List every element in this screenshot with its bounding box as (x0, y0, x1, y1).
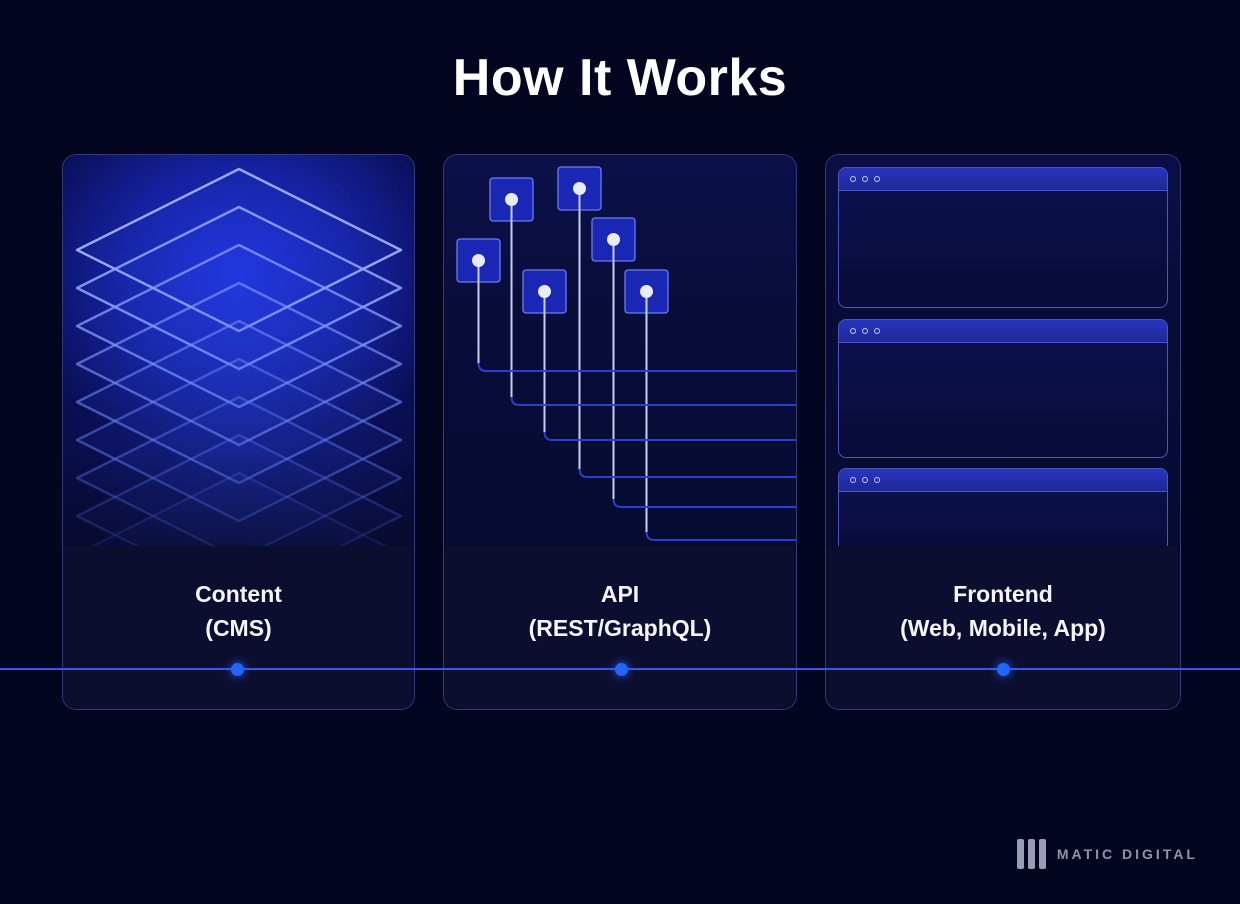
frontend-windows-illustration (826, 155, 1180, 546)
panel-frontend: Frontend (Web, Mobile, App) (825, 154, 1181, 710)
timeline-node (231, 663, 244, 676)
window-control-icon (874, 328, 880, 334)
window-control-icon (850, 328, 856, 334)
logo-text: MATIC DIGITAL (1056, 846, 1198, 862)
window-control-icon (874, 176, 880, 182)
window-control-icon (850, 176, 856, 182)
window-titlebar (839, 469, 1167, 492)
window-control-icon (862, 176, 868, 182)
panel-content: Content (CMS) (62, 154, 415, 710)
panel-label-line2: (CMS) (205, 615, 272, 641)
cms-layers-illustration (63, 155, 414, 546)
matic-digital-logo: MATIC DIGITAL (1016, 839, 1198, 869)
panel-api: API (REST/GraphQL) (443, 154, 797, 710)
browser-window (838, 167, 1168, 308)
panel-label-line1: API (600, 581, 640, 607)
logo-bars-icon (1016, 839, 1046, 869)
stacked-layers-icon (75, 167, 403, 546)
panel-label-frontend: Frontend (Web, Mobile, App) (826, 546, 1180, 709)
window-control-icon (874, 477, 880, 483)
timeline-node (997, 663, 1010, 676)
browser-window (838, 468, 1168, 546)
window-control-icon (850, 477, 856, 483)
panel-label-line1: Content (195, 581, 282, 607)
window-control-icon (862, 328, 868, 334)
window-titlebar (839, 320, 1167, 343)
window-control-icon (862, 477, 868, 483)
page-title: How It Works (452, 49, 788, 107)
window-titlebar (839, 168, 1167, 191)
timeline-node (615, 663, 628, 676)
panel-label-line2: (Web, Mobile, App) (900, 615, 1106, 641)
panel-label-content: Content (CMS) (63, 546, 414, 709)
panel-label-line2: (REST/GraphQL) (528, 615, 712, 641)
panel-label-line1: Frontend (953, 581, 1053, 607)
api-nodes-icon (456, 166, 796, 541)
browser-window (838, 319, 1168, 458)
api-connectors-illustration (444, 155, 796, 546)
panel-label-api: API (REST/GraphQL) (444, 546, 796, 709)
